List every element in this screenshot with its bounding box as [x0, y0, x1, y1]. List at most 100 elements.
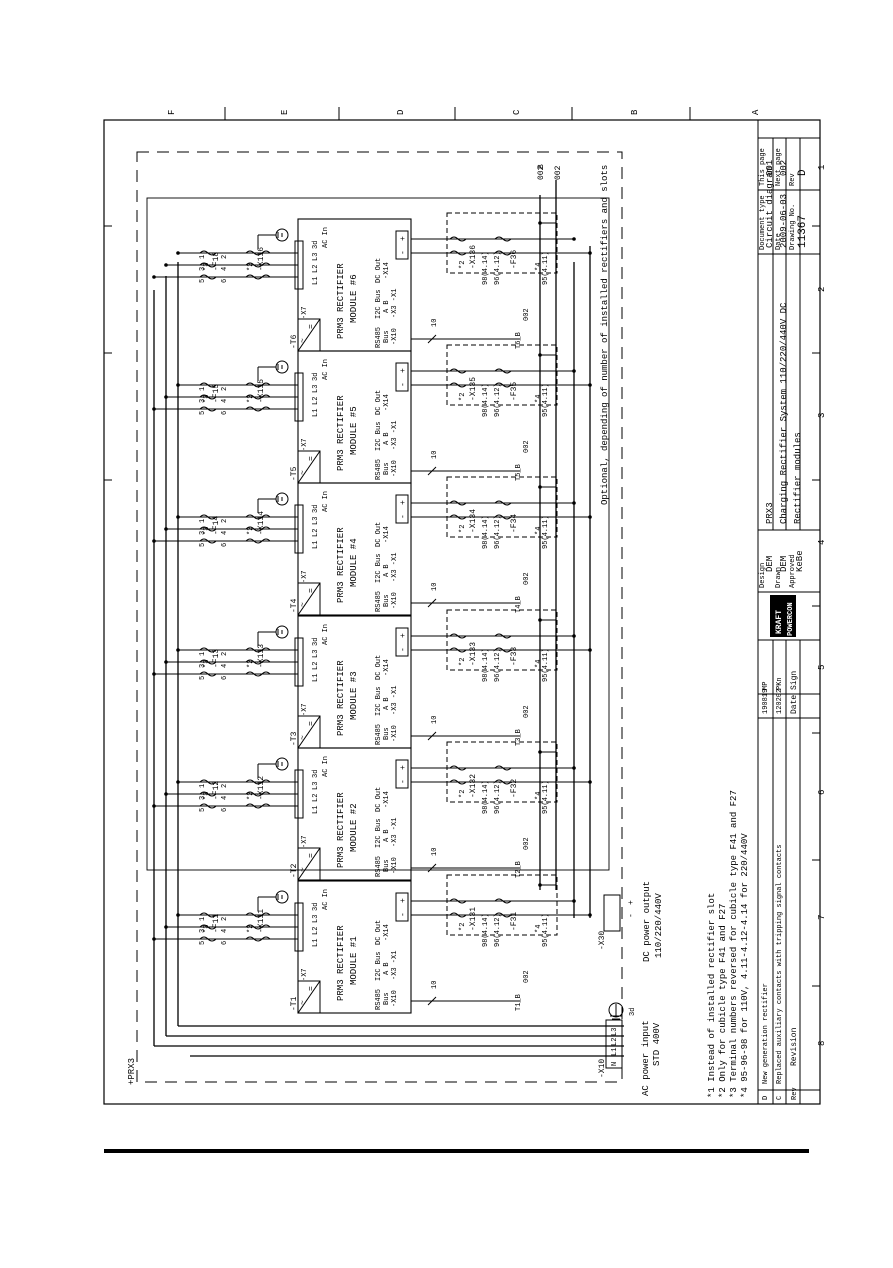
bus-ref: 002 [523, 440, 531, 453]
converter-symbol [297, 980, 321, 1014]
rev-value: D [797, 169, 809, 176]
bus-ref-b: B [537, 164, 546, 169]
dc-fuse-symbol [494, 382, 512, 388]
aux-contact-95: 95(4.11) [542, 648, 550, 682]
grid-number: 1 [817, 165, 827, 170]
ac-terminal-symbol [245, 382, 271, 388]
fuse-pin: 6 [221, 941, 229, 945]
fuse-pin: 5 [199, 279, 207, 283]
x14-label: -X14 [383, 791, 391, 808]
ac-terminal-symbol [245, 647, 271, 653]
dc-terminal-symbol [449, 514, 467, 520]
fuse-pin: 3 [199, 267, 207, 271]
ac-input-terminal-label: -X10 [598, 1059, 607, 1078]
fuse-pin: 6 [221, 279, 229, 283]
aux-contact-box [446, 874, 558, 936]
this-page-label: This page [759, 148, 767, 186]
module-id: -T2 [290, 863, 299, 878]
ac-fuse-symbol [199, 262, 217, 268]
revision-date: 190819 [762, 689, 770, 714]
aux-contact-box [446, 476, 558, 538]
dc-pin-minus: - [399, 514, 408, 519]
revision-table [757, 639, 820, 1104]
aux-contact-96: 96(4.12) [494, 251, 502, 285]
design-value: DEM [765, 556, 775, 572]
ac-input-voltage: STD 400V [652, 1022, 662, 1066]
fuse-pin: 5 [199, 676, 207, 680]
dc-fuse-label: -F35 [510, 382, 519, 401]
dc-pin-plus: + [399, 368, 408, 373]
note2-marker: *2 [247, 395, 255, 403]
fuse-pin: 1 [199, 387, 207, 391]
ac-fuse-symbol [199, 659, 217, 665]
ac-fuse-label: -F11 [212, 914, 221, 933]
grid-number: 8 [817, 1041, 827, 1046]
note3-marker: *3 [203, 792, 211, 800]
module-id: -T3 [290, 731, 299, 746]
footer-bar [104, 1149, 809, 1153]
grid-number: 7 [817, 915, 827, 920]
module-number: MODULE #2 [349, 803, 359, 852]
dc-fuse-symbol [494, 647, 512, 653]
dc-pin-minus: - [399, 250, 408, 255]
ac-pin-label: L2 [312, 529, 320, 537]
x7-label: -X7 [301, 438, 309, 451]
converter-ac-mark: ~ [299, 867, 308, 872]
ac-terminal-symbol [245, 791, 271, 797]
ac-bus-lines [153, 262, 624, 1057]
ac-pin-label: 3d [312, 903, 320, 911]
fuse-pin: 2 [221, 387, 229, 391]
bus-ref: 002 [523, 308, 531, 321]
note4-marker: *4 [535, 263, 543, 271]
design-label: Design [759, 563, 767, 588]
dc-fuse-symbol [494, 779, 512, 785]
junction-dot [538, 618, 542, 622]
dc-terminal-symbol [449, 236, 467, 242]
bus-label: Bus [383, 462, 391, 475]
dc-terminal-symbol [449, 500, 467, 506]
bus-label-ref: T6_B [515, 332, 523, 349]
note4-marker: *4 [535, 395, 543, 403]
ac-terminal-label: -X112 [257, 776, 266, 800]
ac-pin-label: L1 [312, 409, 320, 417]
ac-terminal-symbol [245, 262, 271, 268]
aux-contact-95: 95(4.11) [542, 913, 550, 947]
bus-label: Bus [383, 727, 391, 740]
dc-fuse-label: -F34 [510, 514, 519, 533]
aux-contact-box [446, 609, 558, 671]
rev-label: Rev [789, 173, 797, 186]
ac-pin-label: L3 [312, 782, 320, 790]
ac-fuse-symbol [199, 250, 217, 256]
fuse-pin: 4 [221, 929, 229, 933]
ac-in-label: AC In [322, 756, 330, 777]
converter-ac-mark: ~ [299, 470, 308, 475]
dc-pin-block [395, 627, 409, 657]
wire-count: 10 [431, 981, 439, 989]
module-number: MODULE #1 [349, 936, 359, 985]
x7-label: -X7 [301, 570, 309, 583]
ac-pin-label: L3 [312, 650, 320, 658]
module-number: MODULE #5 [349, 406, 359, 455]
company-logo: KRAFT POWERCON [770, 595, 796, 637]
note4-marker: *4 [535, 792, 543, 800]
wire-count: 10 [431, 583, 439, 591]
ac-input-pin: L3 [611, 1028, 619, 1036]
wire-count: 10 [431, 716, 439, 724]
optional-note: Optional, depending of number of install… [600, 165, 610, 505]
logo-line2: POWERCON [787, 602, 795, 636]
dc-pin-block [395, 494, 409, 524]
revision-sign: MP [762, 682, 770, 690]
ac-pin-label: L2 [312, 927, 320, 935]
ac-terminal-label: -X114 [257, 511, 266, 535]
ac-in-label: AC In [322, 227, 330, 248]
ac-pin-label: 3d [312, 241, 320, 249]
bus-label-ref: T3_B [515, 729, 523, 746]
wire-count: 10 [431, 451, 439, 459]
junction-dot [572, 634, 576, 638]
module-box [297, 880, 412, 1014]
ac-terminal-symbol [245, 274, 271, 280]
converter-symbol [297, 847, 321, 881]
